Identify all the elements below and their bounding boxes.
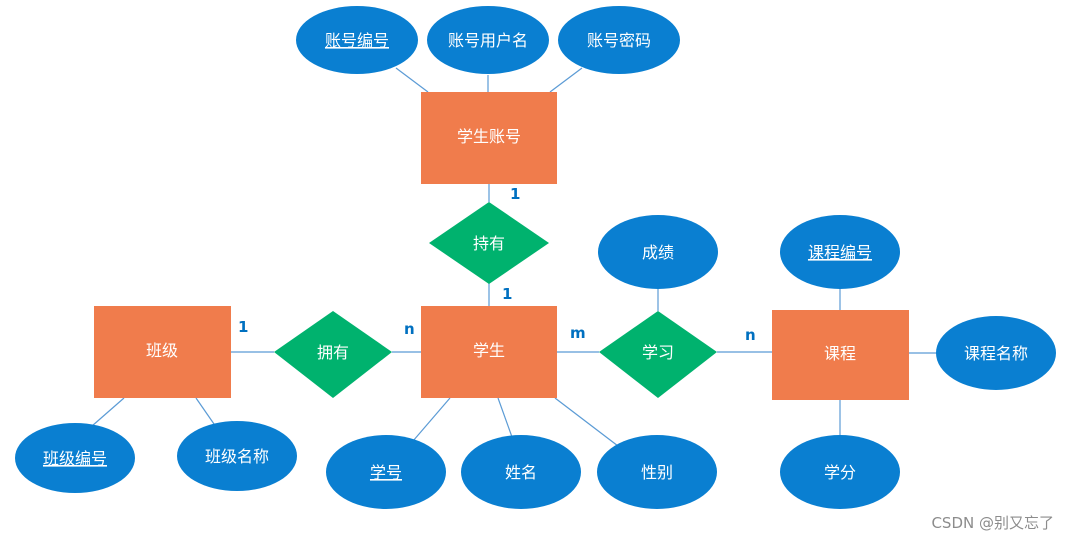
- cardinality-student-class-side: n: [404, 320, 415, 338]
- attribute-account-password: 账号密码: [558, 6, 680, 74]
- entity-student-account-label: 学生账号: [457, 127, 521, 146]
- watermark: CSDN @别又忘了: [931, 514, 1054, 532]
- relationship-studies: 学习: [599, 311, 717, 398]
- entity-class-label: 班级: [146, 341, 178, 360]
- cardinality-student-study-side: m: [570, 324, 586, 342]
- attribute-course-name: 课程名称: [936, 316, 1056, 390]
- attribute-student-name-label: 姓名: [505, 463, 537, 482]
- entity-class: 班级: [94, 306, 231, 398]
- line-account-password: [549, 67, 583, 93]
- attribute-gender-label: 性别: [641, 463, 673, 482]
- entity-student: 学生: [421, 306, 557, 398]
- attribute-student-id: 学号: [326, 435, 446, 509]
- attribute-gender: 性别: [597, 435, 717, 509]
- line-account-id: [395, 67, 429, 93]
- attribute-student-name: 姓名: [461, 435, 581, 509]
- attribute-course-name-label: 课程名称: [964, 344, 1028, 363]
- attribute-class-id-label: 班级编号: [43, 449, 107, 468]
- line-class-name: [195, 397, 215, 425]
- attribute-grade-label: 成绩: [642, 243, 674, 262]
- relationship-owns: 拥有: [274, 311, 392, 398]
- cardinality-class-side: 1: [238, 318, 248, 336]
- relationship-has-account-label: 持有: [473, 234, 505, 253]
- entity-student-account: 学生账号: [421, 92, 557, 184]
- attribute-credit-label: 学分: [824, 463, 856, 482]
- attribute-account-password-label: 账号密码: [587, 31, 651, 50]
- attribute-account-username-label: 账号用户名: [448, 31, 528, 50]
- attribute-grade: 成绩: [598, 215, 718, 289]
- cardinality-student-account-side: 1: [502, 285, 512, 303]
- attribute-course-id: 课程编号: [780, 215, 900, 289]
- line-student-id: [412, 397, 451, 442]
- line-class-id: [91, 397, 125, 427]
- relationship-owns-label: 拥有: [317, 343, 349, 362]
- attribute-account-username: 账号用户名: [427, 6, 549, 74]
- attribute-credit: 学分: [780, 435, 900, 509]
- attribute-account-id: 账号编号: [296, 6, 418, 74]
- line-student-name: [497, 397, 513, 438]
- relationships: 持有 拥有 学习: [274, 202, 717, 398]
- cardinality-course-side: n: [745, 326, 756, 344]
- connectors: [91, 67, 936, 447]
- entity-student-label: 学生: [473, 341, 505, 360]
- attribute-class-name-label: 班级名称: [205, 447, 269, 466]
- attribute-account-id-label: 账号编号: [325, 31, 389, 50]
- attributes: 账号编号 账号用户名 账号密码 成绩 课程编号 课程名称 学分 班级编号: [15, 6, 1056, 509]
- entity-course: 课程: [772, 310, 909, 400]
- attribute-student-id-label: 学号: [370, 463, 402, 482]
- entities: 学生账号 学生 班级 课程: [94, 92, 909, 400]
- attribute-class-id: 班级编号: [15, 423, 135, 493]
- attribute-class-name: 班级名称: [177, 421, 297, 491]
- attribute-course-id-label: 课程编号: [808, 243, 872, 262]
- relationship-has-account: 持有: [429, 202, 549, 284]
- entity-course-label: 课程: [824, 344, 856, 363]
- cardinality-account-side: 1: [510, 185, 520, 203]
- cardinalities: 1 1 1 n m n: [238, 185, 756, 344]
- line-student-gender: [554, 397, 619, 447]
- relationship-studies-label: 学习: [642, 343, 674, 362]
